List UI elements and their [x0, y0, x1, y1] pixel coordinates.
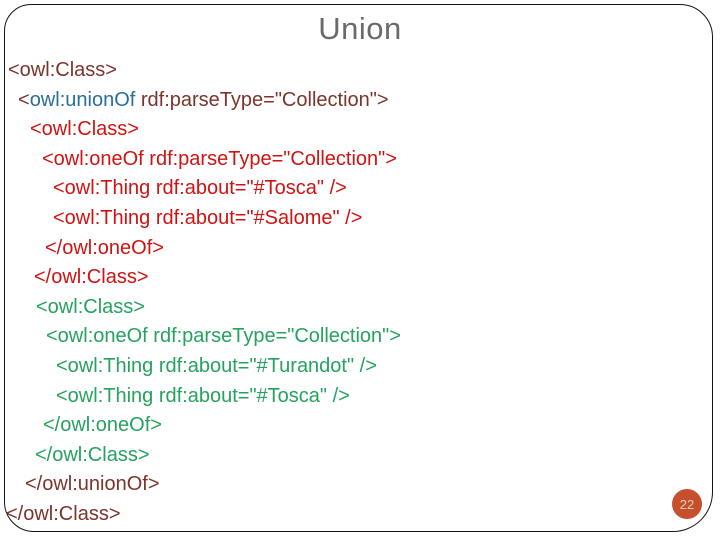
code-line: <owl:Class>	[0, 115, 720, 145]
code-segment: <owl:Thing rdf:about="#Tosca" />	[53, 177, 347, 200]
code-line: <owl:Class>	[0, 293, 720, 323]
code-line: </owl:Class>	[0, 500, 720, 530]
code-segment: <owl:Class>	[8, 59, 117, 81]
code-segment: <owl:Thing rdf:about="#Tosca" />	[56, 384, 350, 407]
code-line: <owl:oneOf rdf:parseType="Collection">	[0, 145, 720, 175]
code-segment: <owl:Class>	[36, 295, 145, 318]
code-line: </owl:oneOf>	[0, 411, 720, 441]
code-segment: <owl:Thing rdf:about="#Turandot" />	[56, 354, 377, 377]
code-line: <owl:Thing rdf:about="#Salome" />	[0, 204, 720, 234]
page-number: 22	[679, 496, 695, 512]
code-line: <owl:Class>	[0, 56, 720, 86]
code-line: <owl:Thing rdf:about="#Tosca" />	[0, 382, 720, 412]
code-segment: rdf:parseType="Collection">	[135, 88, 389, 111]
code-segment: <owl:oneOf rdf:parseType="Collection">	[46, 325, 401, 348]
code-segment: <owl:oneOf rdf:parseType="Collection">	[42, 147, 397, 170]
code-line: <owl:Thing rdf:about="#Tosca" />	[0, 174, 720, 204]
code-block: <owl:Class><owl:unionOf rdf:parseType="C…	[0, 56, 720, 530]
code-line: </owl:Class>	[0, 441, 720, 471]
code-segment: </owl:unionOf>	[25, 473, 160, 496]
code-line: </owl:oneOf>	[0, 234, 720, 264]
code-line: <owl:oneOf rdf:parseType="Collection">	[0, 322, 720, 352]
code-line: </owl:Class>	[0, 263, 720, 293]
code-segment: </owl:oneOf>	[45, 236, 164, 259]
code-segment: <owl:Class>	[30, 118, 139, 141]
code-segment: </owl:Class>	[6, 502, 121, 525]
code-segment: </owl:Class>	[34, 266, 149, 289]
code-segment: <owl:Thing rdf:about="#Salome" />	[53, 206, 363, 229]
code-segment: <	[18, 88, 30, 111]
code-segment: owl:unionOf	[29, 88, 136, 111]
code-segment: </owl:oneOf>	[43, 414, 162, 437]
code-line: </owl:unionOf>	[0, 470, 720, 500]
page-number-badge: 22	[672, 489, 702, 519]
code-line: <owl:unionOf rdf:parseType="Collection">	[0, 86, 720, 116]
page-title: Union	[318, 11, 402, 46]
code-line: <owl:Thing rdf:about="#Turandot" />	[0, 352, 720, 382]
code-segment: </owl:Class>	[35, 443, 150, 466]
